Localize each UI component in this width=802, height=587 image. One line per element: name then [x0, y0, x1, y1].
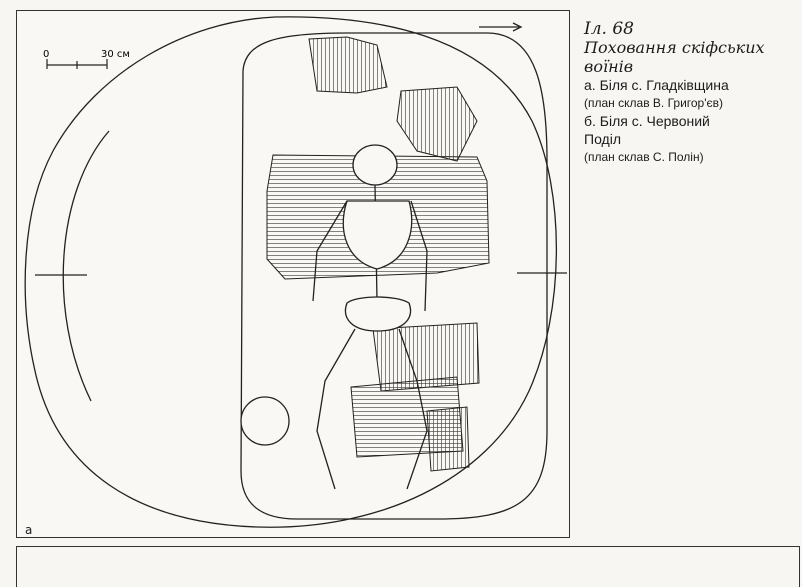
crescent-ledge: [62, 130, 110, 402]
entry-b-note: (план склав С. Полін): [584, 150, 704, 164]
scale-zero: 0: [43, 49, 49, 60]
right-leg: [398, 328, 428, 490]
inner-chamber: [240, 32, 548, 520]
burial-plan-drawing: 0 30 см: [16, 10, 570, 538]
arrows-bundle: [308, 36, 388, 94]
entry-a: а. Біля с. Гладківщина: [584, 77, 729, 93]
burial-plan-svg: 0 30 см: [24, 16, 567, 528]
pit-outline: [24, 16, 558, 528]
panel-letter: а: [25, 523, 33, 537]
next-figure-frame: [16, 546, 800, 587]
caption-title-line-2: воїнів: [584, 57, 634, 76]
caption-title-line-1: Поховання скіфських: [584, 38, 765, 57]
entry-b: б. Біля с. Червоний: [584, 113, 710, 129]
pelvis: [344, 296, 412, 332]
armor-lower-3: [426, 406, 470, 472]
right-arm: [410, 200, 428, 312]
entry-b-cont: Поділ: [584, 131, 621, 147]
entry-a-note: (план склав В. Григор'єв): [584, 96, 724, 110]
armor-lower-1: [372, 322, 480, 392]
scale-bar: [46, 59, 108, 69]
ribcage: [342, 200, 413, 270]
plate-number: Іл. 68: [584, 19, 634, 39]
bronze-cauldron: [240, 396, 290, 446]
scale-end: 30 см: [101, 49, 130, 60]
skull: [352, 144, 398, 186]
left-arm: [312, 200, 348, 302]
left-leg: [316, 328, 356, 490]
figure-caption: Іл. 68 Поховання скіфських воїнів а. Біл…: [584, 20, 796, 166]
quiver-scales: [396, 86, 478, 162]
